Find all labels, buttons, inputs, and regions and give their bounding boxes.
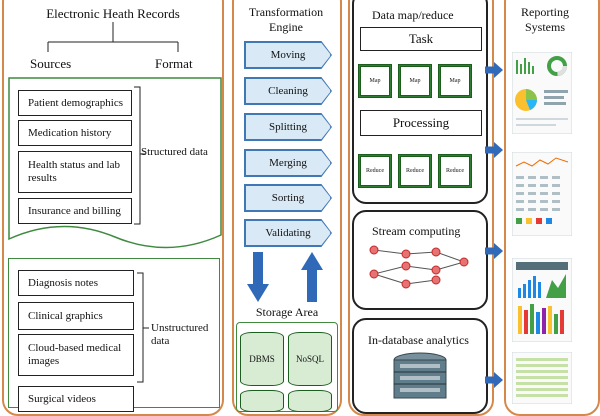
reduce-node: Reduce: [360, 156, 390, 186]
dashboard-thumbnail: [512, 52, 572, 134]
unstructured-item-clinical-graphics: Clinical graphics: [18, 302, 134, 330]
mapreduce-title: Data map/reduce: [372, 8, 454, 22]
unstructured-item-cloud-images: Cloud-based medical images: [18, 334, 134, 376]
unstructured-item-diagnosis-notes: Diagnosis notes: [18, 270, 134, 296]
structured-brace: [134, 86, 146, 225]
storage-nosql: NoSQL: [288, 332, 332, 386]
up-arrow-icon: [301, 252, 323, 302]
sources-label: Sources: [30, 56, 72, 71]
reduce-node: Reduce: [400, 156, 430, 186]
stage-cleaning: Cleaning: [245, 78, 331, 104]
map-node: Map: [360, 66, 390, 96]
in-database-analytics-title: In-database analytics: [368, 333, 469, 347]
storage-dbms: DBMS: [240, 332, 284, 386]
storage-cylinder: [288, 390, 332, 412]
task-box: Task: [360, 27, 482, 51]
stage-splitting: Splitting: [245, 114, 331, 140]
reduce-node: Reduce: [440, 156, 470, 186]
stage-moving: Moving: [245, 42, 331, 68]
dashboard-thumbnail: [512, 352, 572, 404]
storage-cylinder: [240, 390, 284, 412]
map-node: Map: [440, 66, 470, 96]
structured-item-health-status: Health status and lab results: [18, 151, 132, 193]
structured-item-medication-history: Medication history: [18, 120, 132, 146]
sources-tree-connector: [47, 22, 179, 52]
structured-data-label: Structured data: [141, 146, 208, 158]
stage-sorting: Sorting: [245, 185, 331, 211]
format-label: Format: [155, 56, 193, 71]
reporting-title: Reporting Systems: [521, 5, 569, 34]
storage-area-title: Storage Area: [255, 305, 319, 319]
processing-box: Processing: [360, 110, 482, 136]
dashboard-thumbnail: [512, 258, 572, 342]
stream-computing-title: Stream computing: [372, 224, 461, 238]
unstructured-item-surgical-videos: Surgical videos: [18, 386, 134, 412]
map-node: Map: [400, 66, 430, 96]
structured-item-insurance-billing: Insurance and billing: [18, 198, 132, 224]
transformation-title: Transformation Engine: [248, 5, 324, 34]
unstructured-data-label: Unstructured data: [151, 322, 209, 347]
stream-graph-icon: [369, 245, 469, 289]
structured-item-patient-demographics: Patient demographics: [18, 90, 132, 116]
stage-merging: Merging: [245, 150, 331, 176]
stage-validating: Validating: [245, 220, 331, 246]
dashboard-thumbnail: [512, 152, 572, 236]
ehr-title: Electronic Heath Records: [46, 6, 180, 21]
database-server-icon: [393, 352, 447, 399]
unstructured-brace: [137, 272, 149, 383]
down-arrow-icon: [247, 252, 269, 302]
